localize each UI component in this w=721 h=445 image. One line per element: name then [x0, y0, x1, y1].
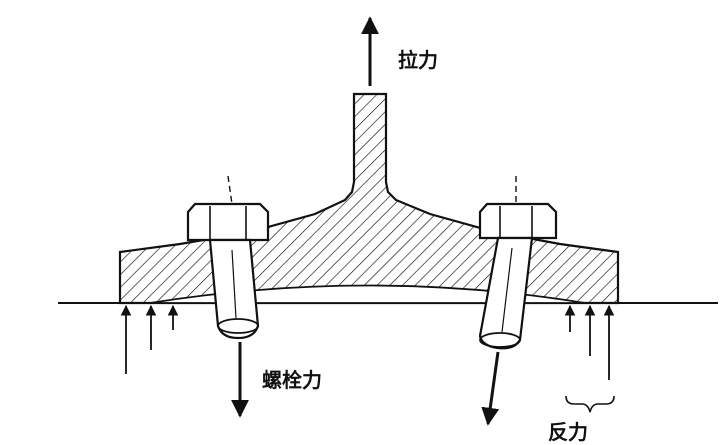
pull-force-label: 拉力	[398, 48, 438, 72]
right-bolt-nut	[478, 202, 558, 240]
flange-body	[118, 92, 620, 305]
right-bolt-end	[479, 332, 521, 348]
flange-gap	[149, 284, 586, 304]
bolt-force-arrow-right	[481, 351, 500, 426]
left-bolt-nut	[186, 202, 270, 242]
reaction-brace	[565, 395, 615, 413]
left-bolt-axis	[227, 175, 233, 205]
reaction-force-label: 反力	[548, 420, 588, 444]
left-bolt-thread	[231, 249, 237, 319]
right-bolt-thread	[501, 247, 513, 333]
left-bolt-end	[217, 318, 259, 334]
flange-bolt-diagram	[58, 16, 718, 426]
bolt-force-label: 螺栓力	[262, 368, 322, 392]
